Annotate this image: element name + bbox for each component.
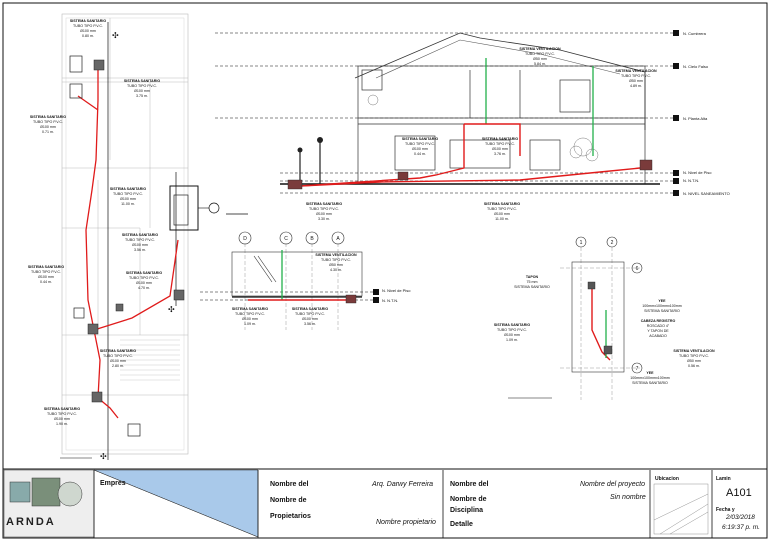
level-label: N. NIVEL SANEAMIENTO bbox=[683, 191, 730, 196]
project-name-value: Nombre del proyecto bbox=[580, 481, 645, 488]
svg-text:✣: ✣ bbox=[168, 305, 175, 314]
date-value: 2/03/2018 bbox=[726, 514, 755, 521]
project-name-label: Nombre del bbox=[450, 481, 489, 488]
owners-label: Propietarios bbox=[270, 513, 311, 520]
level-label: N. Nivel de Piso bbox=[683, 170, 712, 175]
level-label: N. Cumbrera bbox=[683, 31, 707, 36]
date-label: Fecha y bbox=[716, 507, 735, 513]
building-section bbox=[215, 30, 680, 215]
owner-label: Nombre de bbox=[270, 497, 307, 504]
detail-level-label: N. Nivel de Piso bbox=[382, 288, 411, 293]
grid-bubble-label: 6 bbox=[636, 266, 639, 272]
grid-bubble-label: 1 bbox=[580, 240, 583, 246]
discipline-label: Disciplina bbox=[450, 507, 484, 514]
level-label: N. Cielo Falso bbox=[683, 64, 709, 69]
svg-text:✣: ✣ bbox=[100, 452, 107, 461]
level-label: N. Planta Alta bbox=[683, 116, 708, 121]
location-label: Ubicacion bbox=[655, 476, 679, 482]
company-logo-text: ARNDA bbox=[6, 516, 56, 528]
time-value: 6:19:37 p. m. bbox=[722, 524, 760, 531]
grid-bubble-label: 7 bbox=[636, 366, 639, 372]
svg-text:✣: ✣ bbox=[112, 31, 119, 40]
owner-value: Nombre propietario bbox=[376, 519, 436, 526]
detail-right bbox=[508, 236, 643, 400]
plan-view: ✣ ✣ ✣ bbox=[60, 13, 248, 461]
detail-label: Detalle bbox=[450, 521, 473, 528]
no-name-value: Sin nombre bbox=[610, 494, 646, 501]
grid-bubble-label: A bbox=[336, 236, 340, 242]
architect-name: Arq. Darwy Ferreira bbox=[372, 481, 434, 488]
sheet-label: Lamin bbox=[716, 476, 731, 482]
level-label-layer: N. Cumbrera N. Cielo Falso N. Planta AltaN… bbox=[243, 31, 730, 372]
grid-bubble-label: 2 bbox=[611, 240, 614, 246]
owner-name-label: Nombre del bbox=[270, 481, 309, 488]
detail-level-label: N. N.T.N. bbox=[382, 298, 398, 303]
company-name: Empres bbox=[100, 480, 126, 487]
grid-bubble-label: B bbox=[310, 236, 314, 242]
sheet-number: A101 bbox=[726, 487, 752, 499]
title-block bbox=[2, 468, 768, 539]
detail-left bbox=[200, 231, 380, 330]
level-label: N. N.T.N. bbox=[683, 178, 699, 183]
discipline-name-label: Nombre de bbox=[450, 496, 487, 503]
grid-bubble-label: D bbox=[243, 236, 247, 242]
grid-bubble-label: C bbox=[284, 236, 288, 242]
